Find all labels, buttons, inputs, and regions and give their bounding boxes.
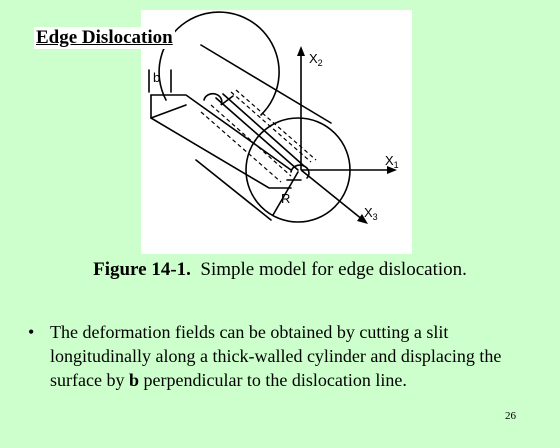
b-label: b [153, 70, 160, 85]
bullet-text: The deformation fields can be obtained b… [50, 322, 502, 390]
figure-number: Figure 14-1. [93, 259, 191, 280]
burgers-vector: b [128, 370, 139, 390]
back-circle [158, 11, 280, 116]
figure-panel: b X2 X1 X3 R [141, 10, 412, 254]
figure-caption: Figure 14-1. Simple model for edge dislo… [0, 258, 560, 282]
figure-caption-text: Simple model for edge dislocation. [200, 259, 467, 280]
x2-label: X2 [309, 51, 323, 68]
x3-label: X3 [364, 205, 378, 222]
r-label: R [281, 191, 290, 206]
cylinder-top-edge [200, 44, 332, 124]
slide-title: Edge Dislocation [34, 27, 175, 49]
page-number: 26 [505, 410, 516, 422]
radius-line [272, 171, 299, 216]
bullet-marker: • [28, 322, 35, 342]
cylinder-bottom-edge [195, 159, 272, 221]
x3-axis [300, 169, 364, 221]
edge-dislocation-diagram: b X2 X1 X3 R [148, 11, 399, 224]
x1-label: X1 [385, 153, 399, 170]
slit-upper-face [150, 94, 292, 171]
slit-lower-face [150, 94, 292, 189]
